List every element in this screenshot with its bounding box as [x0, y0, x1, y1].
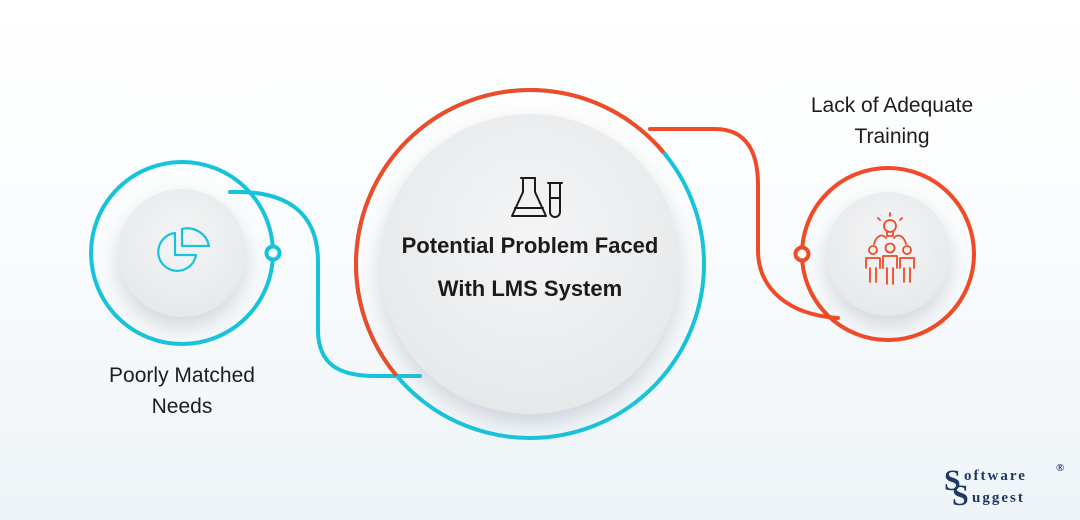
- pie-chart-icon: [157, 227, 211, 272]
- left-node-label: Poorly Matched Needs: [109, 364, 255, 418]
- center-title: Potential Problem Faced With LMS System: [401, 233, 659, 301]
- lab-flask-icon: [511, 177, 563, 218]
- right-connector-line: [648, 127, 840, 320]
- logo-text-top: oftware: [964, 468, 1027, 484]
- left-connector-line: [228, 189, 422, 378]
- logo-registered: ®: [1056, 462, 1067, 474]
- team-idea-icon: [865, 212, 915, 285]
- center-disc: [380, 114, 680, 414]
- logo-letter-s-top: S: [944, 464, 961, 497]
- left-node-disc: [118, 189, 246, 317]
- right-node-dot: [793, 245, 811, 263]
- right-node-disc: [826, 192, 950, 316]
- right-node-label: Lack of Adequate Training: [810, 94, 974, 148]
- left-node-dot: [264, 244, 282, 262]
- softwaresuggest-logo: S oftware ® S uggest: [944, 462, 1074, 512]
- logo-text-bottom: uggest: [972, 490, 1025, 506]
- logo-letter-s-bottom: S: [952, 479, 969, 512]
- center-ring-red: [353, 88, 706, 440]
